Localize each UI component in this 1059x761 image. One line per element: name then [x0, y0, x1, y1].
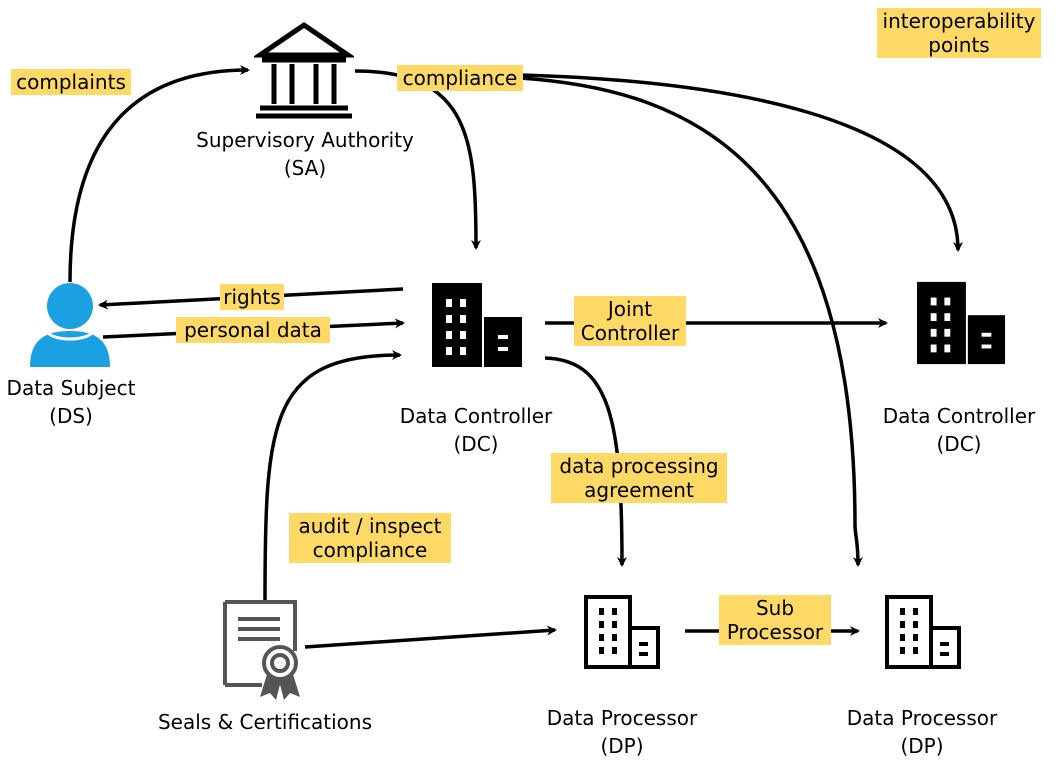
dc-caption: Data Controller (DC) — [376, 402, 576, 458]
compliance-arrow-dc — [354, 69, 481, 250]
dc-name: Data Controller — [399, 404, 553, 428]
office-building-icon — [584, 595, 660, 669]
certification-arrow — [304, 625, 557, 649]
government-building-icon — [254, 21, 354, 119]
complaints-label: complaints — [11, 69, 131, 95]
audit-line2: compliance — [312, 538, 428, 562]
dp-abbr: (DP) — [600, 734, 644, 758]
compliance-arrow-sub-processor — [519, 76, 863, 567]
joint-controller-label: Joint Controller — [574, 296, 686, 346]
sub-dp-caption: Data Processor (DP) — [822, 704, 1022, 760]
ds-abbr: (DS) — [49, 404, 93, 428]
dc-joint-name: Data Controller — [882, 404, 1036, 428]
seals-caption: Seals & Certifications — [135, 708, 395, 736]
personal-data-text: personal data — [184, 318, 322, 342]
sub-processor-line1: Sub — [755, 596, 795, 620]
sa-abbr: (SA) — [283, 156, 327, 180]
dpa-label: data processing agreement — [551, 453, 727, 503]
compliance-text: compliance — [402, 66, 518, 90]
audit-line1: audit / inspect — [298, 514, 442, 538]
interoperability-line2: points — [928, 33, 990, 57]
sa-caption: Supervisory Authority (SA) — [180, 126, 430, 182]
dp-name: Data Processor — [546, 706, 698, 730]
sub-dp-abbr: (DP) — [900, 734, 944, 758]
interoperability-label: interoperability points — [877, 8, 1041, 58]
office-building-icon — [917, 281, 1006, 365]
joint-controller-line1: Joint — [607, 297, 653, 321]
dpa-line1: data processing — [559, 454, 719, 478]
sa-name: Supervisory Authority — [196, 128, 414, 152]
complaints-text: complaints — [16, 70, 126, 94]
person-icon — [30, 283, 110, 367]
office-building-icon — [885, 595, 961, 669]
certificate-icon — [223, 600, 300, 700]
seals-name: Seals & Certifications — [157, 710, 372, 734]
office-building-icon — [432, 283, 522, 367]
audit-label: audit / inspect compliance — [289, 513, 451, 563]
ds-name: Data Subject — [6, 376, 136, 400]
audit-arrow — [263, 350, 402, 601]
sub-processor-label: Sub Processor — [719, 595, 831, 645]
dp-caption: Data Processor (DP) — [522, 704, 722, 760]
compliance-arrow-joint-dc — [519, 73, 963, 252]
rights-label: rights — [220, 284, 284, 310]
ds-caption: Data Subject (DS) — [0, 374, 142, 430]
sub-processor-line2: Processor — [726, 620, 824, 644]
dpa-arrow — [544, 356, 627, 567]
interoperability-line1: interoperability — [882, 9, 1036, 33]
joint-controller-line2: Controller — [580, 321, 680, 345]
personal-data-label: personal data — [176, 317, 330, 343]
dc-abbr: (DC) — [453, 432, 499, 456]
dpa-line2: agreement — [584, 478, 694, 502]
rights-text: rights — [223, 285, 281, 309]
sub-dp-name: Data Processor — [846, 706, 998, 730]
dc-joint-caption: Data Controller (DC) — [859, 402, 1059, 458]
complaints-arrow — [68, 65, 250, 283]
dc-joint-abbr: (DC) — [936, 432, 982, 456]
compliance-label: compliance — [397, 65, 523, 91]
